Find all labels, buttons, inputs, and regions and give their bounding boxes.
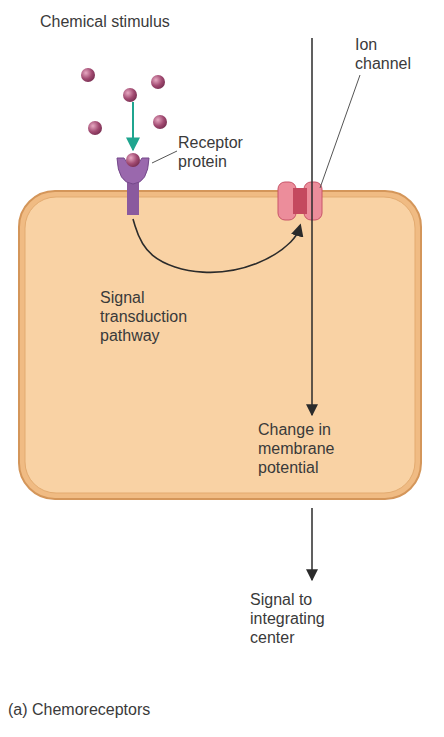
ion-channel: Ion channel: [278, 180, 322, 222]
stimulus-label: Chemical stimulus: [40, 12, 240, 31]
ion-channel-outline: [278, 180, 322, 222]
cell-body-outline: [18, 190, 422, 500]
node-text: Receptor protein: [178, 133, 268, 171]
binding-arrow: [132, 102, 134, 150]
receptor-cup: [117, 158, 149, 184]
output-label: Signal to integrating center: [250, 590, 350, 647]
receptor-protein: Receptor protein: [116, 150, 150, 215]
output-arrow: [311, 508, 313, 580]
channel-pore: [293, 188, 307, 214]
node-text: Ion channel: [355, 35, 425, 73]
molecule: [123, 88, 137, 102]
molecule: [151, 75, 165, 89]
molecule: [88, 121, 102, 135]
cell-membrane: [19, 191, 421, 499]
molecule: [81, 68, 95, 82]
node-text: Signal transduction pathway: [100, 288, 210, 345]
node-text: Change in membrane potential: [258, 420, 358, 477]
leader-line: [152, 151, 177, 163]
receptor-protein-outline: [116, 150, 150, 215]
cytoplasm: [25, 197, 415, 493]
leader-line: [320, 75, 360, 188]
figure-caption: (a) Chemoreceptors: [8, 700, 258, 719]
cell-body: Signal transduction pathwayChange in mem…: [18, 190, 422, 500]
molecule: [153, 115, 167, 129]
stimulus-molecules: [81, 68, 167, 167]
